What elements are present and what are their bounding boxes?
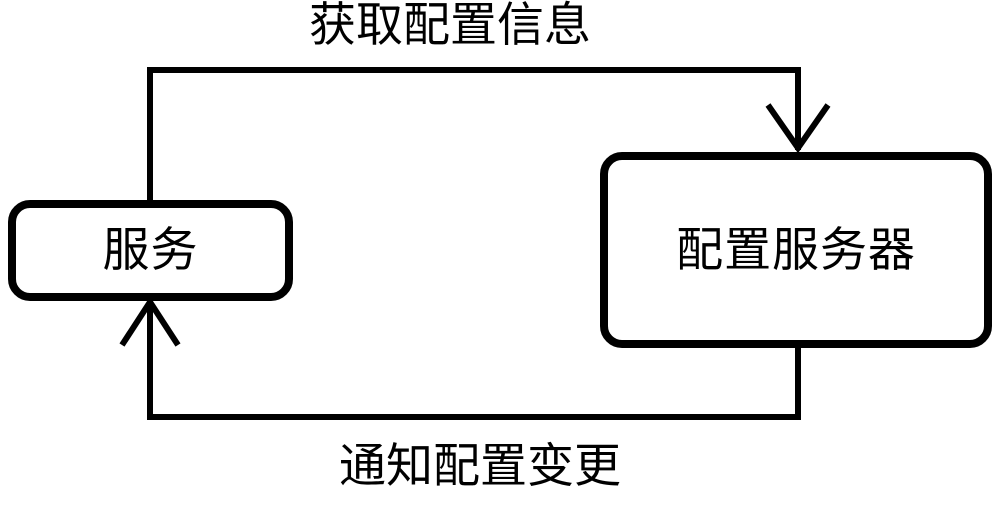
edge-fetch-config-line [147, 67, 801, 202]
edge-notify-change-line [147, 300, 801, 420]
edge-label-notify-change: 通知配置变更 [339, 439, 621, 494]
edge-fetch-config [147, 67, 831, 202]
edge-notify-change [119, 296, 801, 420]
node-config-server-label: 配置服务器 [676, 222, 916, 278]
edge-label-fetch-config: 获取配置信息 [309, 0, 591, 53]
node-config-server[interactable]: 配置服务器 [600, 152, 992, 348]
arrowhead-down-icon [765, 103, 831, 154]
node-service[interactable]: 服务 [8, 200, 293, 301]
node-service-label: 服务 [102, 223, 199, 278]
arrowhead-up-icon [119, 296, 181, 347]
